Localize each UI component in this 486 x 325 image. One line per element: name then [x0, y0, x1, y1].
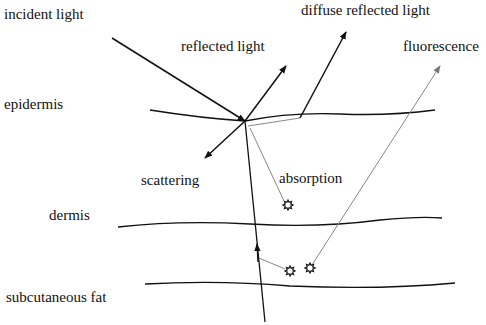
- fluorophore-spot: [305, 263, 315, 273]
- light-label: diffuse reflected light: [300, 2, 431, 19]
- absorption-path: [259, 258, 285, 269]
- light-label: fluorescence: [402, 38, 480, 55]
- absorption-path: [250, 128, 284, 201]
- dermis-boundary: [118, 217, 442, 227]
- scattering-arrow: [205, 121, 245, 158]
- process-label: scattering: [140, 172, 200, 189]
- absorber-spot: [285, 266, 295, 276]
- fat-boundary: [145, 282, 455, 287]
- transmitted-line: [245, 121, 265, 322]
- diffuse-path: [248, 118, 300, 126]
- layer-label: subcutaneous fat: [5, 289, 107, 306]
- fluorescence-arrow: [310, 66, 440, 268]
- layer-label: epidermis: [3, 96, 64, 113]
- layer-label: dermis: [48, 207, 91, 224]
- absorber-spot: [283, 200, 293, 210]
- reflected-arrow: [245, 66, 286, 121]
- backscatter-arrow: [257, 244, 258, 262]
- light-label: incident light: [3, 6, 85, 23]
- diffuse-arrow: [300, 32, 346, 118]
- process-label: absorption: [278, 170, 343, 187]
- light-label: reflected light: [180, 38, 266, 55]
